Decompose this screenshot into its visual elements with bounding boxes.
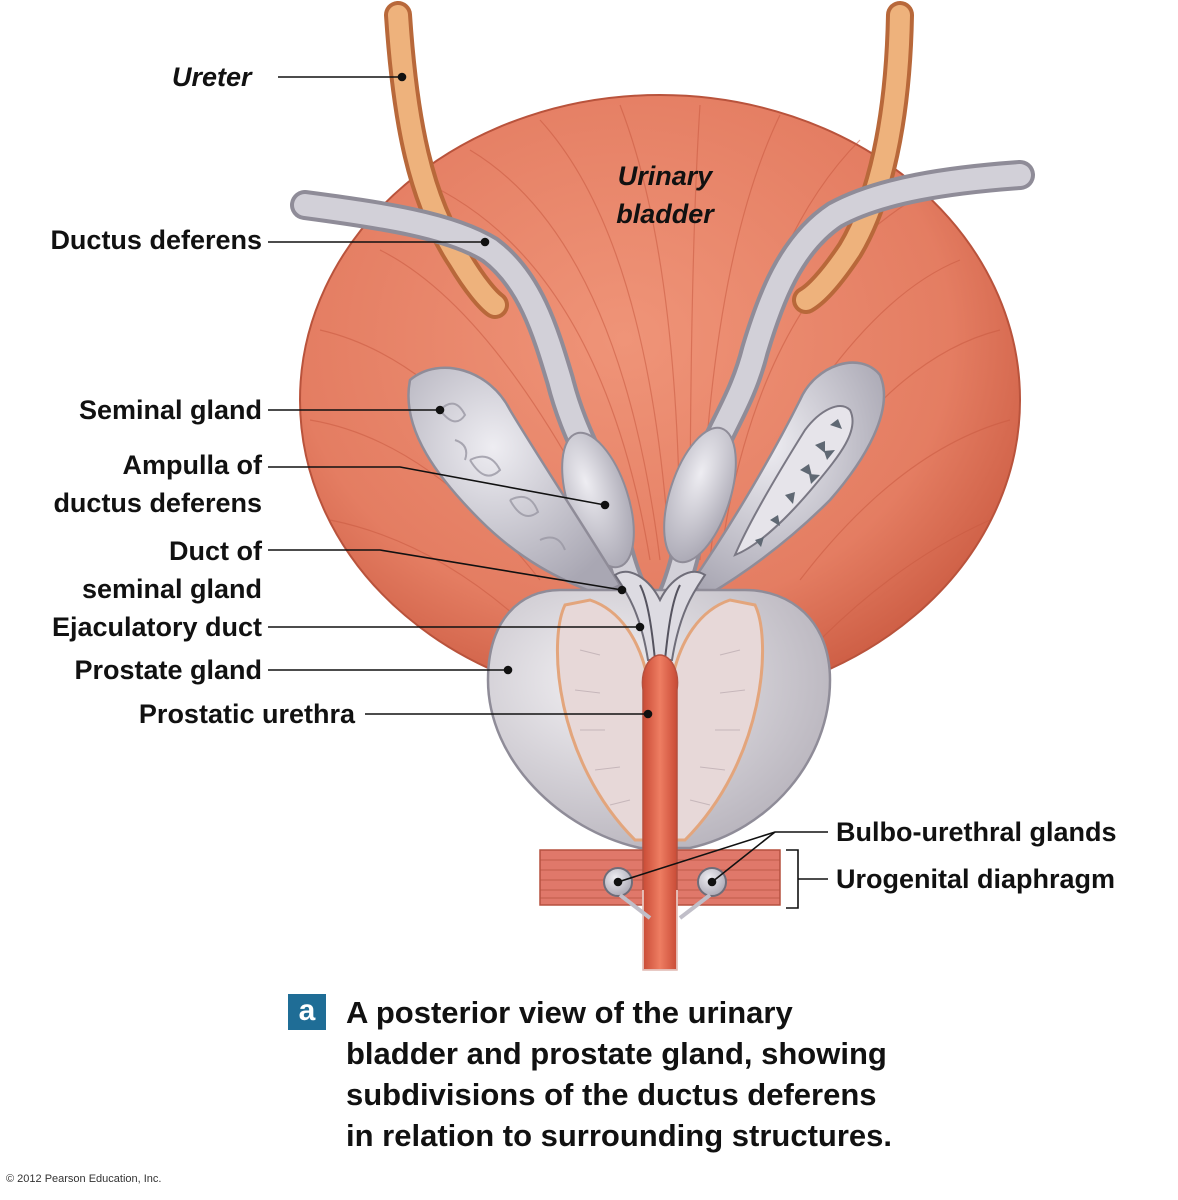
seminal-glands [407,361,886,597]
caption-line: bladder and prostate gland, showing [346,1036,887,1071]
label-ejaculatory-duct: Ejaculatory duct [51,612,262,642]
copyright-notice: © 2012 Pearson Education, Inc. [6,1173,162,1185]
label-duct-of-seminal-gland-line1: Duct of [169,536,262,566]
ejaculatory-ducts [613,570,707,661]
label-urinary-bladder-line2: bladder [616,199,714,229]
leader-lines [268,72,828,909]
label-ampulla-line1: Ampulla of [122,450,263,480]
label-bulbo-urethral-glands: Bulbo-urethral glands [836,817,1117,847]
label-duct-of-seminal-gland-line2: seminal gland [81,574,262,604]
label-prostate-gland: Prostate gland [74,655,262,685]
caption-badge: a [288,994,326,1030]
label-urinary-bladder: Urinary bladder [590,157,740,233]
label-ampulla: Ampulla of ductus deferens [0,446,262,522]
label-seminal-gland: Seminal gland [78,395,262,425]
caption-line: in relation to surrounding structures. [346,1118,892,1153]
label-duct-of-seminal-gland: Duct of seminal gland [0,532,262,608]
label-ampulla-line2: ductus deferens [53,488,262,518]
caption-line: subdivisions of the ductus deferens [346,1077,877,1112]
label-urinary-bladder-line1: Urinary [617,161,713,191]
caption-line: A posterior view of the urinary [346,995,793,1030]
label-prostatic-urethra: Prostatic urethra [138,699,355,729]
label-ureter: Ureter [172,62,252,92]
label-urogenital-diaphragm: Urogenital diaphragm [836,864,1116,894]
urethra [641,654,679,971]
figure-caption: A posterior view of the urinary bladder … [346,992,892,1156]
ductus-deferens [290,160,1035,615]
label-ductus-deferens: Ductus deferens [50,225,262,255]
